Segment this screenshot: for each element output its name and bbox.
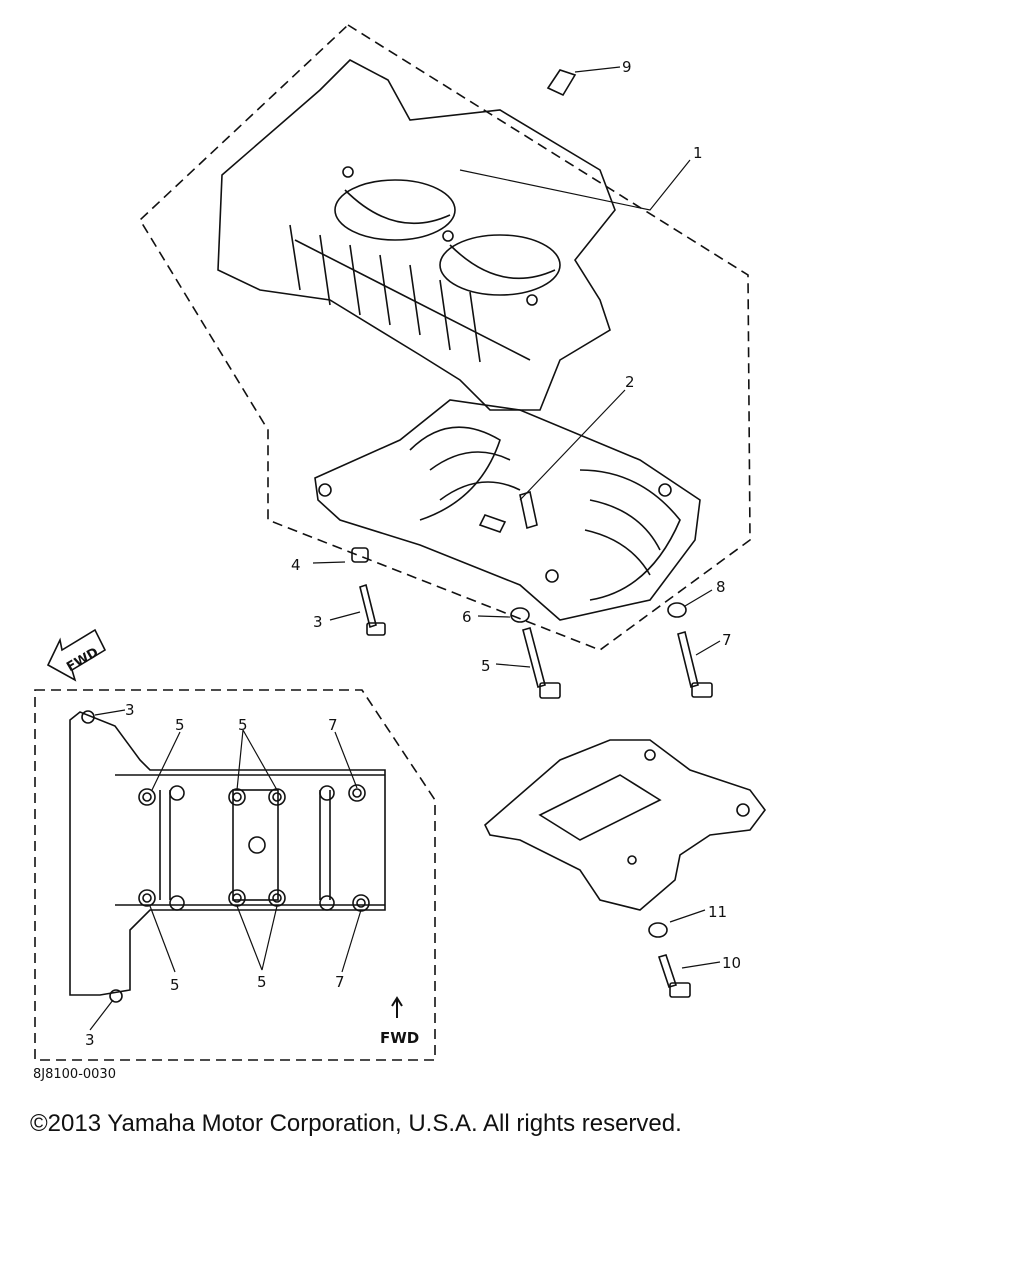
bolt-10 [648,922,691,998]
inset-callout-5-topmid: 5 [238,716,248,734]
callout-labels: 9 1 2 4 3 6 5 8 7 11 10 3 5 5 7 5 5 7 3 … [33,58,741,1082]
callout-4: 4 [291,556,301,574]
bolt-5 [510,607,561,699]
callout-9: 9 [622,58,632,76]
lower-crankcase [314,399,701,621]
inset-callout-7-bottom: 7 [335,973,345,991]
callout-5: 5 [481,657,491,675]
inset-callout-5-bottomleft: 5 [170,976,180,994]
callout-6: 6 [462,608,472,626]
callout-11: 11 [708,903,727,921]
copyright-notice: ©2013 Yamaha Motor Corporation, U.S.A. A… [30,1110,682,1137]
callout-2: 2 [625,373,635,391]
inset-leader-lines [89,709,362,1031]
inset-bottom-view [69,710,386,1003]
callout-7: 7 [722,631,732,649]
assembly-dashed-outline [138,23,751,651]
mount-bracket [484,739,766,911]
leader-lines [312,66,721,969]
bolt-3 [351,547,386,636]
inset-callout-5-bottommid: 5 [257,973,267,991]
callout-10: 10 [722,954,741,972]
drawing-number: 8J8100-0030 [33,1067,116,1082]
stud-part [546,69,577,97]
upper-crankcase [217,59,616,411]
callout-8: 8 [716,578,726,596]
inset-callout-3-top: 3 [125,701,135,719]
bolt-7 [667,602,713,698]
inset-fwd-label: FWD [380,1029,419,1047]
fwd-arrow-label: FWD [64,645,101,675]
inset-callout-3-bottom: 3 [85,1031,95,1049]
inset-dashed-frame [34,689,436,1061]
inset-callout-5-topleft: 5 [175,716,185,734]
callout-3: 3 [313,613,323,631]
fwd-arrow [46,628,107,682]
inset-fwd-arrow [391,996,403,1018]
callout-1: 1 [693,144,703,162]
inset-callout-7-top: 7 [328,716,338,734]
